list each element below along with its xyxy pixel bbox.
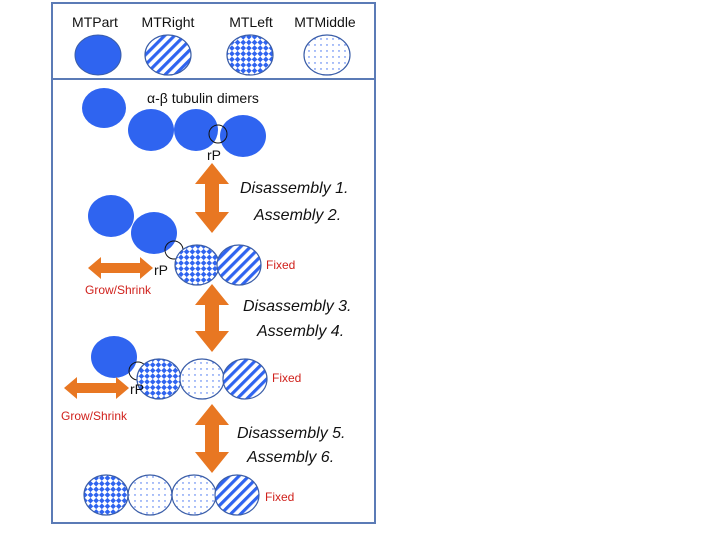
stage1-mtpart-1: [82, 88, 126, 128]
stage2-mtpart-1: [88, 195, 134, 237]
stage2-mtright: [216, 244, 262, 286]
stage1-mtpart-4: [220, 115, 266, 157]
stage3-rp-label: rP: [130, 381, 144, 397]
step1-line2: Assembly 2.: [253, 207, 341, 224]
legend-label-mtright: MTRight: [142, 14, 195, 30]
stage4-mtmiddle-1: [127, 474, 173, 516]
stage1-mtpart-3: [174, 109, 218, 151]
double-arrow-1: [195, 163, 229, 233]
stage3-mtpart: [91, 336, 137, 378]
stage1-rp-joint: [208, 124, 228, 144]
stage4-mtright: [214, 474, 260, 516]
dimers-title: α-β tubulin dimers: [147, 90, 259, 106]
grow-shrink-label-2: Grow/Shrink: [61, 409, 128, 423]
step2-line1: Disassembly 3.: [243, 298, 351, 315]
stage3-mtright: [222, 358, 268, 400]
grow-shrink-arrow-2: [64, 377, 129, 399]
stage2-mtleft: [174, 244, 220, 286]
legend-swatch-mtright: [144, 34, 192, 76]
step3-line2: Assembly 6.: [246, 449, 334, 466]
legend-swatch-mtmiddle: [303, 34, 351, 76]
stage3-mtmiddle: [179, 358, 225, 400]
stage1-mtpart-2: [128, 109, 174, 151]
grow-shrink-arrow-1: [88, 257, 153, 279]
stage4-fixed-label: Fixed: [265, 490, 294, 504]
stage1-rp-label: rP: [207, 147, 221, 163]
stage2-mtpart-2: [131, 212, 177, 254]
step3-line1: Disassembly 5.: [237, 425, 345, 442]
stage3-fixed-label: Fixed: [272, 371, 301, 385]
legend-swatch-mtpart: [74, 34, 122, 76]
legend-label-mtmiddle: MTMiddle: [294, 14, 356, 30]
legend-label-mtleft: MTLeft: [229, 14, 273, 30]
stage4-mtleft: [83, 474, 129, 516]
stage2-fixed-label: Fixed: [266, 258, 295, 272]
step2-line2: Assembly 4.: [256, 323, 344, 340]
stage2-rp-label: rP: [154, 262, 168, 278]
main-box: [51, 78, 376, 524]
legend-swatch-mtleft: [226, 34, 274, 76]
stage4-mtmiddle-2: [171, 474, 217, 516]
grow-shrink-label-1: Grow/Shrink: [85, 283, 152, 297]
legend-label-mtpart: MTPart: [72, 14, 118, 30]
double-arrow-2: [195, 284, 229, 352]
step1-line1: Disassembly 1.: [240, 180, 348, 197]
double-arrow-3: [195, 404, 229, 473]
